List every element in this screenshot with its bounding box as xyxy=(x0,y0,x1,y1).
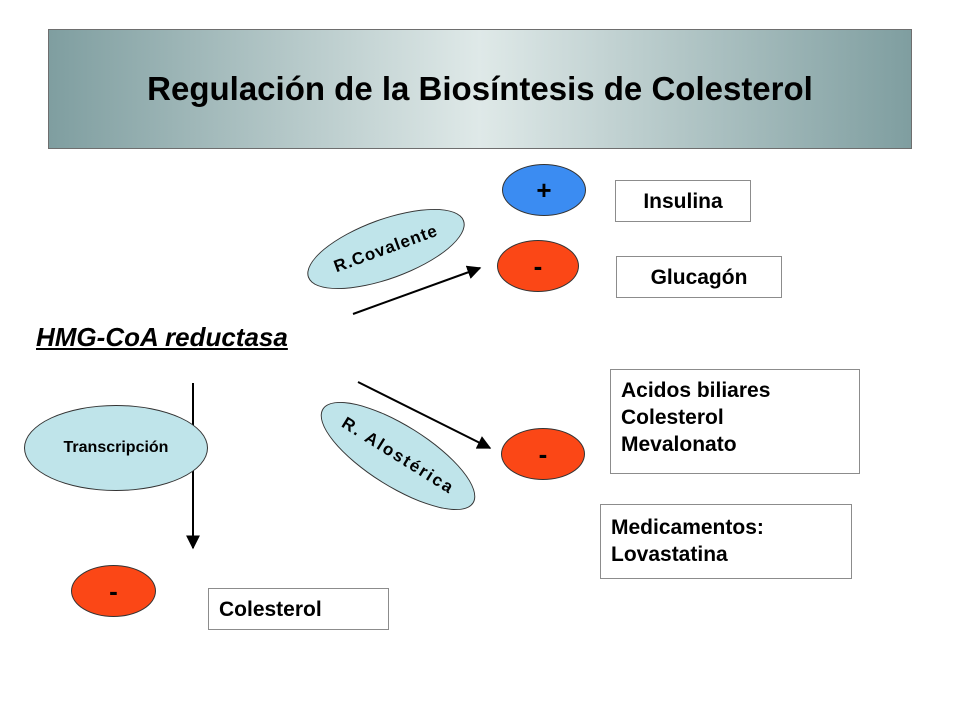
effector-acidos-biliares: Acidos biliares xyxy=(621,379,771,402)
transcription-colesterol-label: Colesterol xyxy=(219,597,322,621)
drug-lovastatina: Lovastatina xyxy=(611,543,728,566)
enzyme-label: HMG-CoA reductasa xyxy=(36,322,288,352)
arrow-allosteric xyxy=(357,381,492,449)
allosteric-inhibition-circle: - xyxy=(501,428,585,480)
plus-sign: + xyxy=(536,174,552,205)
transcription-regulation-oval: Transcripción xyxy=(24,405,208,491)
transcription-colesterol-box: Colesterol xyxy=(208,588,389,630)
minus-sign: - xyxy=(109,575,118,606)
transcription-regulation-label: Transcripción xyxy=(63,439,169,456)
drugs-heading: Medicamentos: xyxy=(611,516,764,539)
effector-colesterol: Colesterol xyxy=(621,406,724,429)
drugs-box: Medicamentos: Lovastatina xyxy=(600,504,852,579)
glucagon-inhibition-circle: - xyxy=(497,240,579,292)
arrow-covalent xyxy=(352,265,482,315)
insulina-box: Insulina xyxy=(615,180,751,222)
title-bar: Regulación de la Biosíntesis de Colester… xyxy=(48,29,912,149)
insulina-activation-circle: + xyxy=(502,164,586,216)
effector-mevalonato: Mevalonato xyxy=(621,433,737,456)
minus-sign: - xyxy=(538,438,548,469)
glucagon-box: Glucagón xyxy=(616,256,782,298)
page-title: Regulación de la Biosíntesis de Colester… xyxy=(147,70,813,107)
glucagon-label: Glucagón xyxy=(650,265,748,289)
minus-sign: - xyxy=(533,250,543,281)
transcription-inhibition-circle: - xyxy=(71,565,156,617)
insulina-label: Insulina xyxy=(643,189,723,213)
allosteric-effectors-box: Acidos biliares Colesterol Mevalonato xyxy=(610,369,860,474)
